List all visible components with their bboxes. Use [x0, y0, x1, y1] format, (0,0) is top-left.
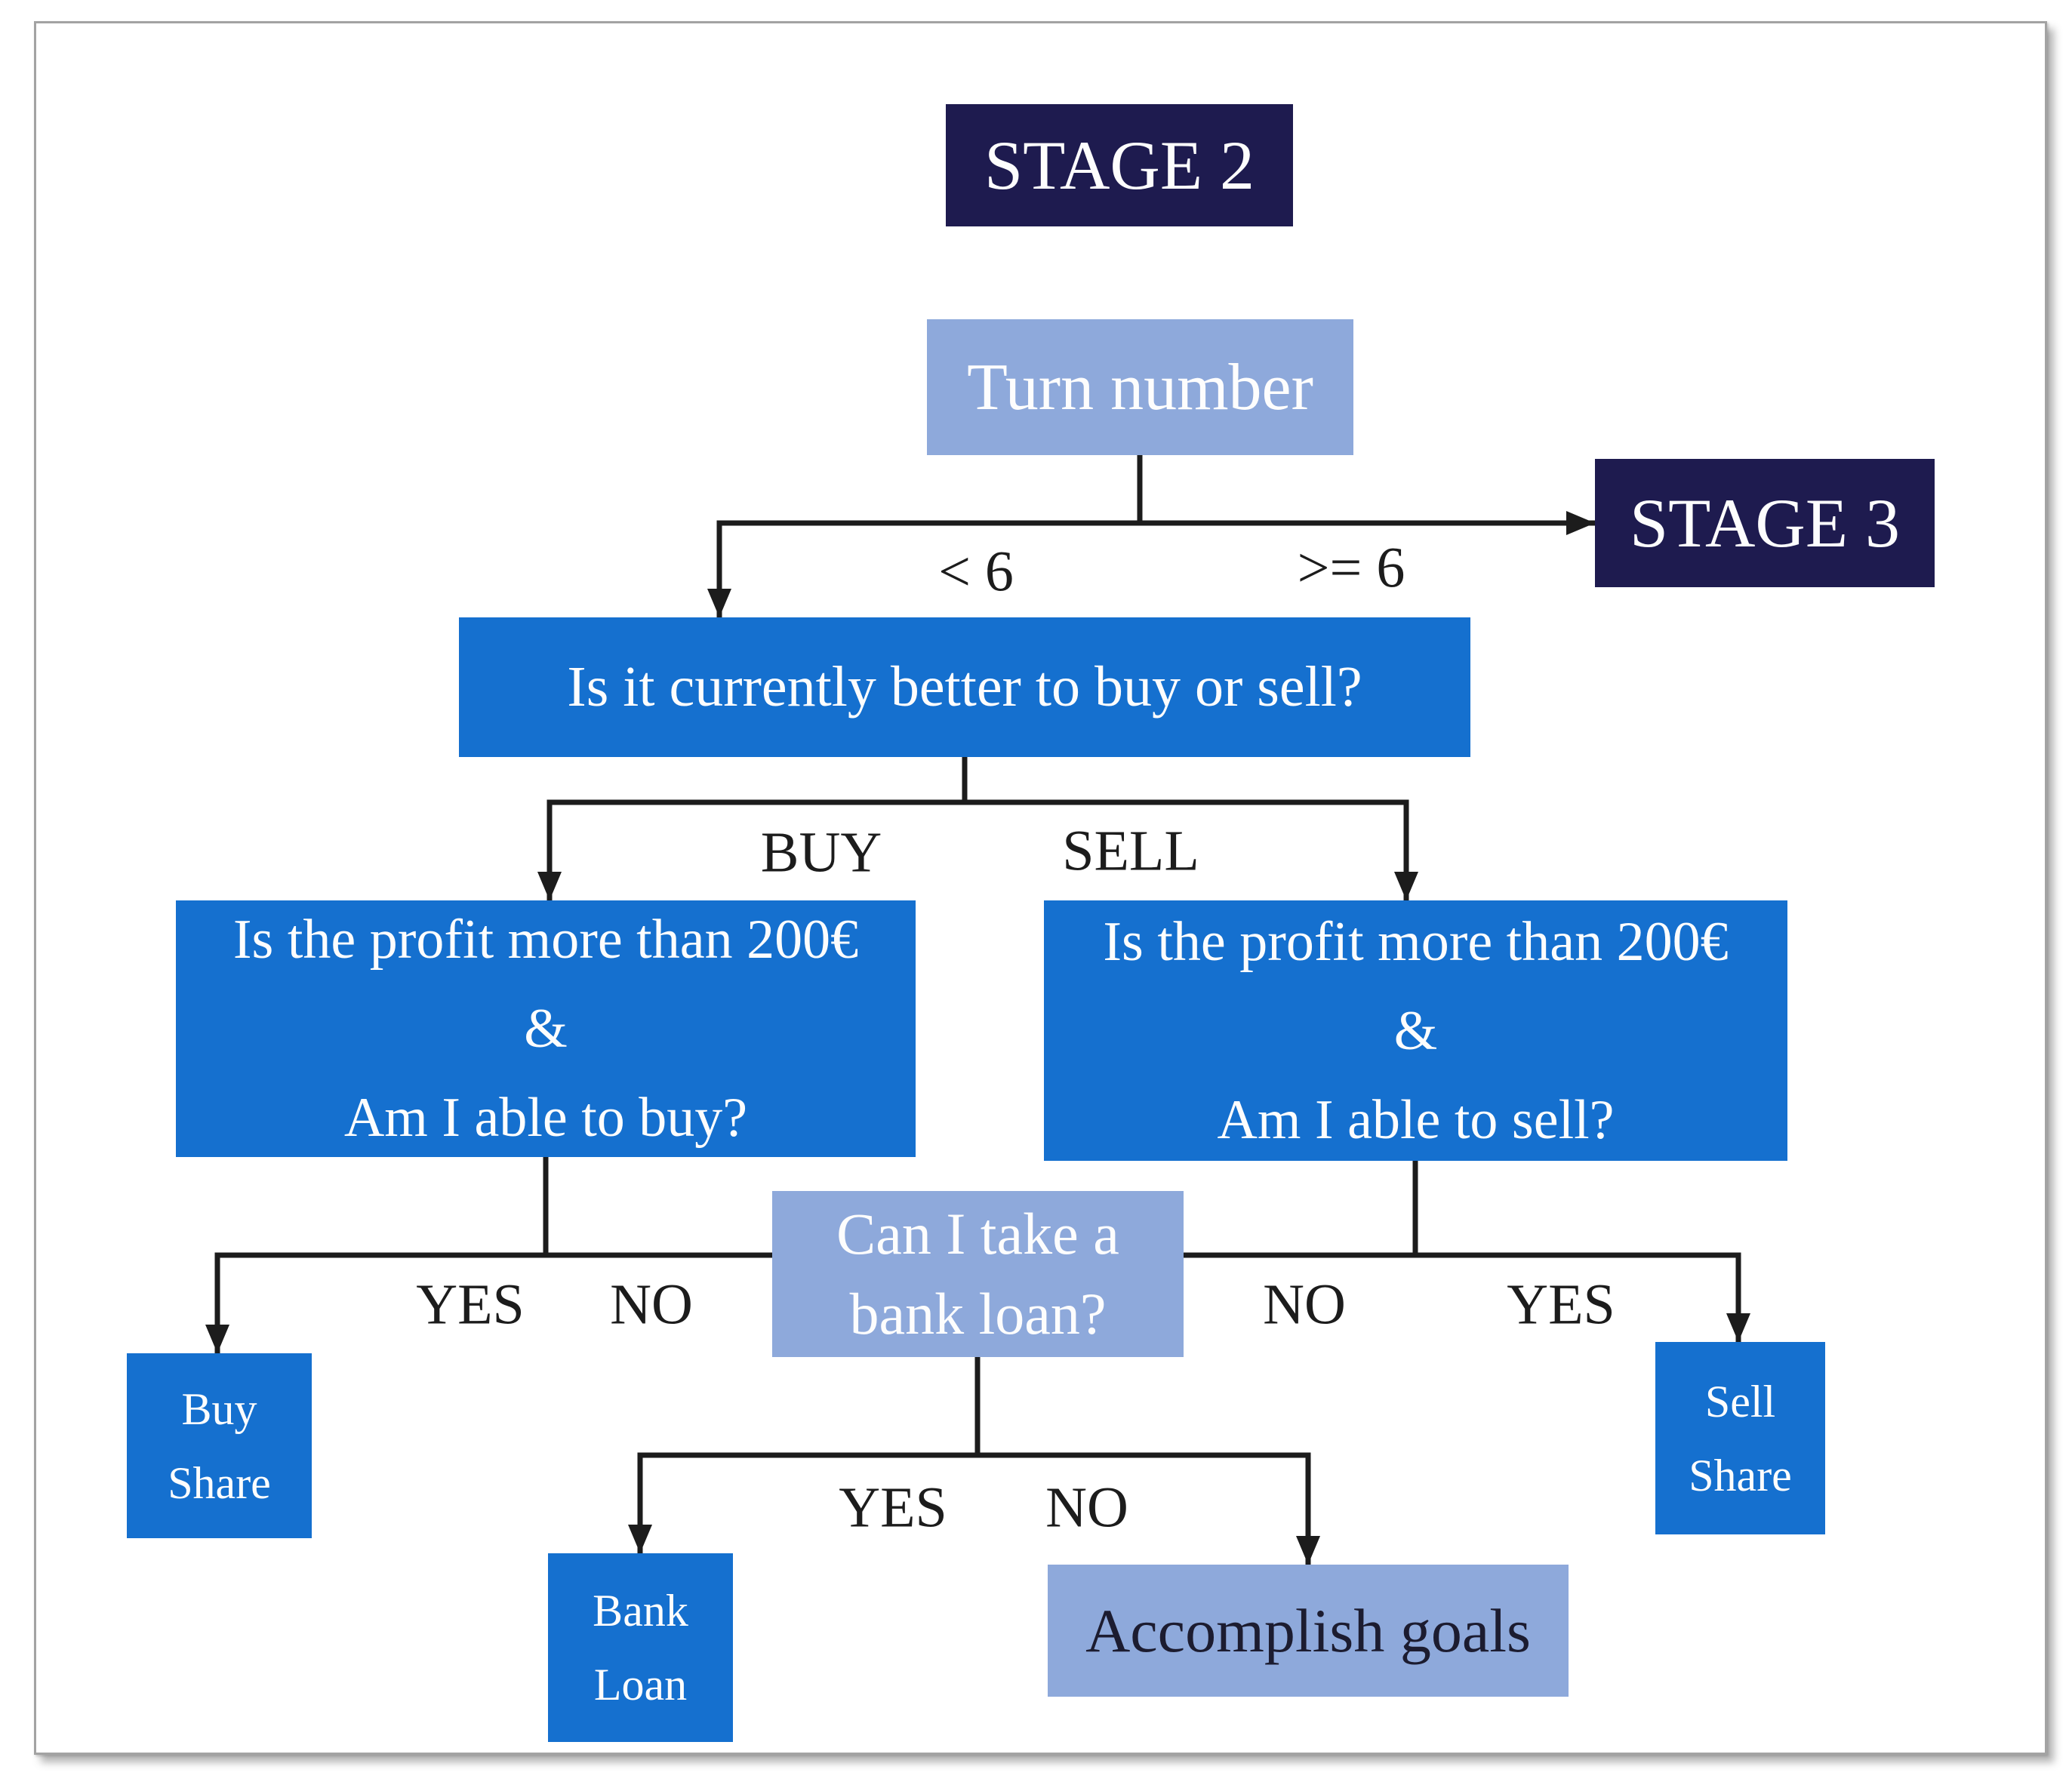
flowchart-connectors [205, 452, 1750, 1568]
buy-or-sell-question-node: Is it currently better to buy or sell? [459, 617, 1470, 757]
edge-label-buy: BUY [760, 820, 882, 885]
bank-loan-node: Bank Loan [548, 1553, 733, 1742]
edge-label-loan-no: NO [1045, 1476, 1128, 1540]
profit-sell-line-1: Is the profit more than 200€ [1103, 910, 1729, 973]
accomplish-goals-label: Accomplish goals [1085, 1596, 1531, 1665]
stage2-node: STAGE 2 [946, 104, 1293, 226]
bank-loan-line-1: Bank [593, 1586, 688, 1636]
edge-label-turn-lt6: < 6 [938, 540, 1014, 604]
edge-label-right-yes: YES [1507, 1273, 1615, 1337]
profit-sell-question-node: Is the profit more than 200€ & Am I able… [1044, 900, 1787, 1161]
buy-or-sell-question-label: Is it currently better to buy or sell? [567, 655, 1362, 719]
sell-share-node: Sell Share [1655, 1342, 1825, 1534]
turn-number-node: Turn number [927, 319, 1353, 455]
turn-number-label: Turn number [967, 350, 1313, 424]
stage3-node: STAGE 3 [1595, 459, 1935, 587]
stage3-label: STAGE 3 [1629, 485, 1901, 562]
edge-label-left-no: NO [610, 1273, 693, 1337]
bank-loan-question-node: Can I take a bank loan? [772, 1191, 1184, 1357]
edge-label-turn-gte6: >= 6 [1297, 536, 1405, 600]
edge-label-sell: SELL [1062, 819, 1199, 883]
slide-page: STAGE 2 Turn number STAGE 3 Is it curren… [34, 21, 2047, 1755]
edge-label-right-no: NO [1263, 1273, 1346, 1337]
buy-share-line-1: Buy [181, 1383, 257, 1434]
profit-buy-line-3: Am I able to buy? [343, 1087, 748, 1149]
profit-buy-question-node: Is the profit more than 200€ & Am I able… [176, 900, 916, 1157]
edge-label-loan-yes: YES [839, 1476, 947, 1540]
sell-share-line-1: Sell [1704, 1376, 1776, 1426]
buy-share-line-2: Share [168, 1457, 271, 1508]
profit-buy-line-2: & [524, 998, 568, 1060]
accomplish-goals-node: Accomplish goals [1048, 1565, 1569, 1697]
edge-label-left-yes: YES [416, 1273, 525, 1337]
profit-sell-line-2: & [1393, 999, 1438, 1062]
profit-sell-line-3: Am I able to sell? [1217, 1088, 1615, 1151]
bank-loan-question-line-2: bank loan? [849, 1281, 1107, 1346]
buy-share-node: Buy Share [127, 1353, 312, 1538]
sell-share-line-2: Share [1689, 1450, 1792, 1500]
profit-buy-line-1: Is the profit more than 200€ [232, 909, 859, 971]
stage2-label: STAGE 2 [984, 127, 1255, 204]
bank-loan-question-line-1: Can I take a [836, 1201, 1119, 1266]
bank-loan-line-2: Loan [593, 1660, 688, 1710]
